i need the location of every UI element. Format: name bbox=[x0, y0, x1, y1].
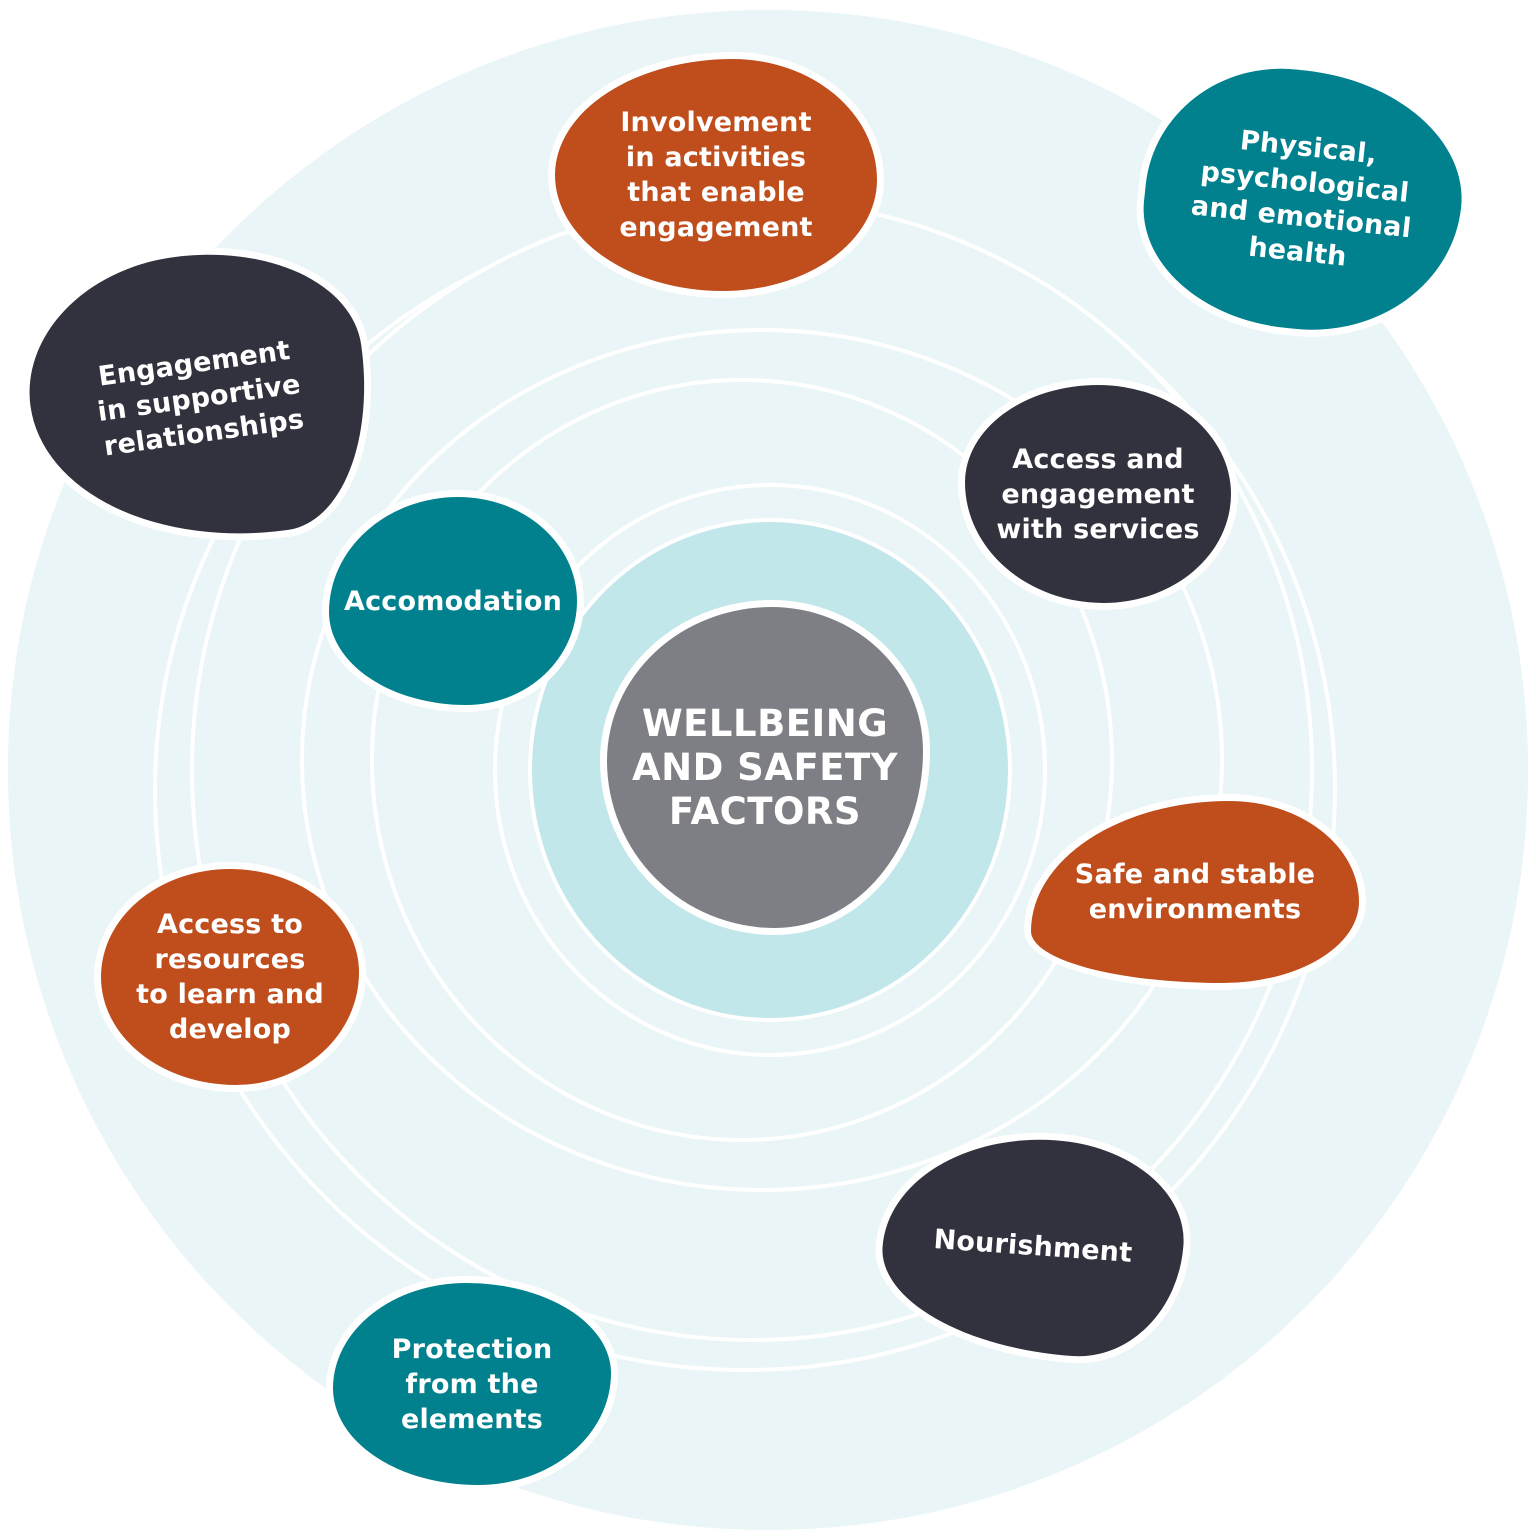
center-wellbeing-label: WELLBEING AND SAFETY FACTORS bbox=[631, 701, 899, 833]
factor-label: Protection from the elements bbox=[391, 1333, 553, 1435]
factor-involvement-in-activities: Involvement in activities that enable en… bbox=[548, 52, 884, 298]
factor-accomodation: Accomodation bbox=[322, 490, 584, 712]
factor-label: Access to resources to learn and develop bbox=[136, 909, 324, 1045]
factor-label: Accomodation bbox=[343, 585, 563, 617]
factor-access-to-resources: Access to resources to learn and develop bbox=[94, 862, 366, 1092]
factor-access-and-engagement-with-services: Access and engagement with services bbox=[958, 378, 1238, 610]
factor-label: Safe and stable environments bbox=[1074, 859, 1316, 925]
factor-protection-from-the-elements: Protection from the elements bbox=[326, 1276, 618, 1492]
center-wellbeing-node: WELLBEING AND SAFETY FACTORS bbox=[600, 600, 930, 935]
factor-label: Engagement in supportive relationships bbox=[95, 334, 306, 463]
factor-label: Access and engagement with services bbox=[996, 443, 1200, 545]
factor-label: Nourishment bbox=[932, 1223, 1134, 1269]
factor-label: Physical, psychological and emotional he… bbox=[1189, 125, 1413, 273]
factor-label: Involvement in activities that enable en… bbox=[619, 107, 813, 243]
